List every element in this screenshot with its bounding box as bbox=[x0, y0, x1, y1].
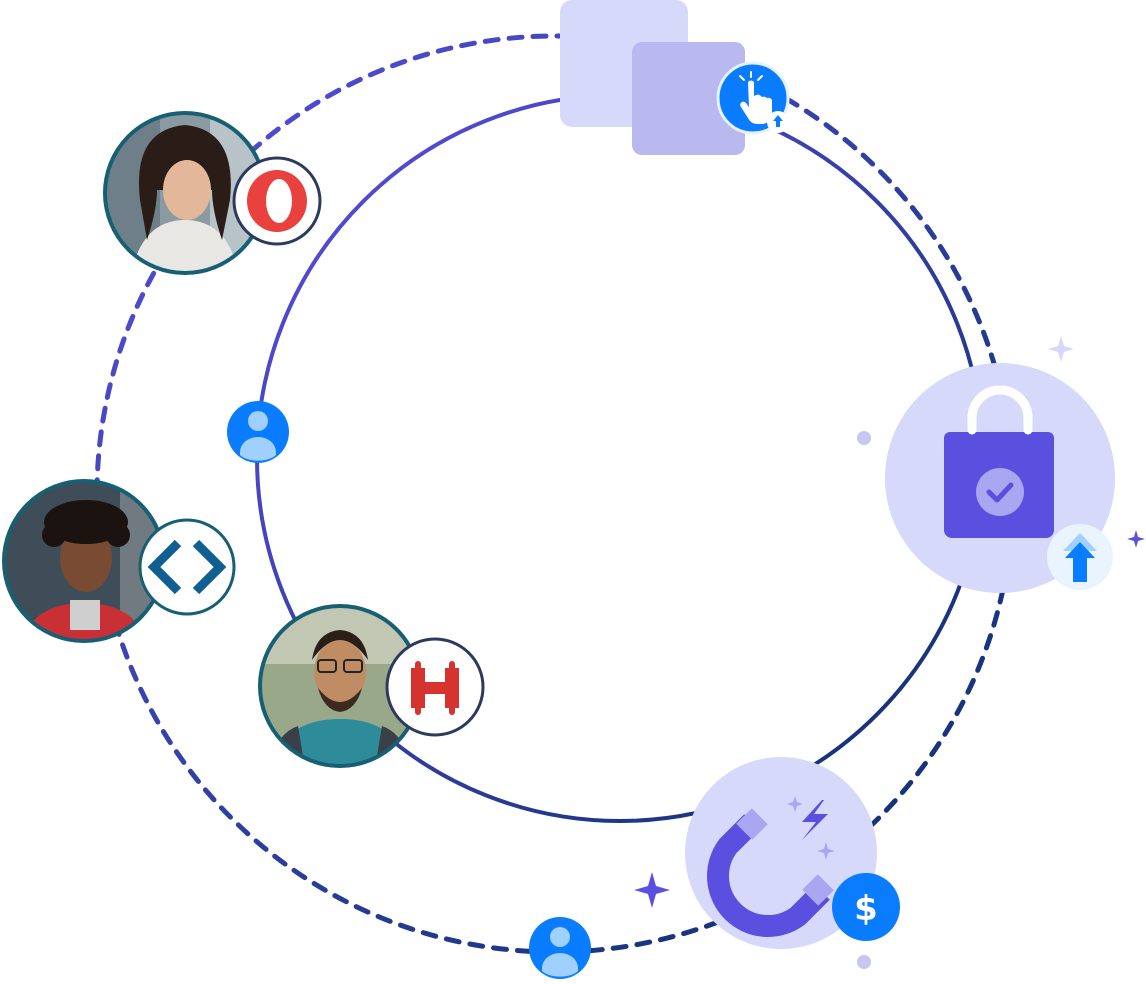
upload-arrow-icon bbox=[1047, 524, 1113, 590]
dollar-sign: $ bbox=[854, 889, 878, 929]
magnet-node: $ bbox=[685, 757, 900, 949]
diamond-brackets-logo-icon bbox=[138, 518, 236, 616]
user-icon bbox=[227, 401, 289, 463]
sparkle-icon bbox=[1048, 336, 1074, 362]
hilti-logo-icon bbox=[385, 637, 485, 737]
cursor-card-group bbox=[560, 0, 790, 155]
magnet-icon bbox=[707, 796, 835, 937]
shopping-bag-node bbox=[885, 363, 1115, 593]
dot bbox=[857, 955, 871, 969]
dollar-icon: $ bbox=[832, 873, 900, 941]
click-cursor-icon bbox=[716, 61, 790, 135]
sparkle-icon bbox=[1127, 530, 1145, 548]
front-card bbox=[632, 42, 745, 155]
opera-logo-icon bbox=[232, 156, 322, 246]
sparkle-icon bbox=[634, 872, 670, 908]
user-icon bbox=[529, 917, 591, 979]
shopping-bag-check-icon bbox=[944, 385, 1054, 538]
dot bbox=[857, 431, 871, 445]
